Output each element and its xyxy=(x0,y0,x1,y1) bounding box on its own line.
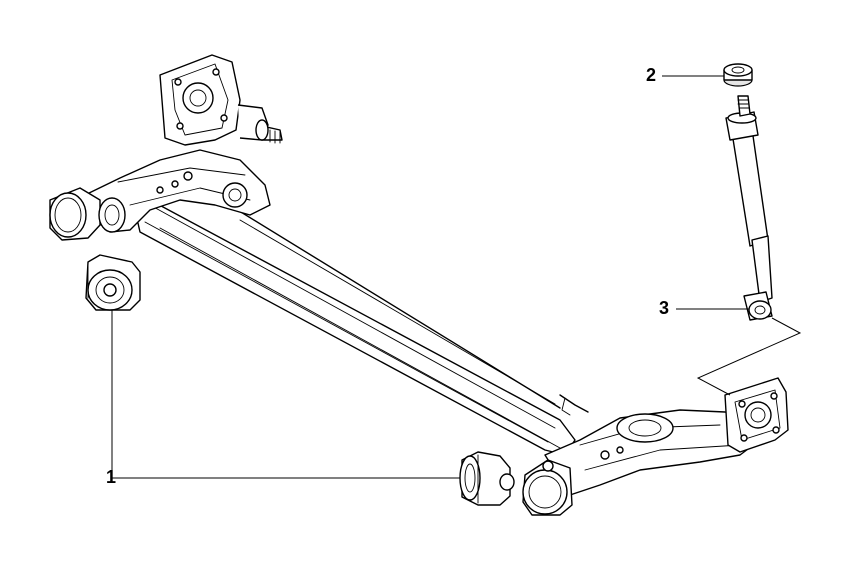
right-hub-bracket xyxy=(724,377,789,453)
left-silent-block xyxy=(85,254,141,311)
left-arm-eye xyxy=(49,187,126,241)
left-hub-bracket xyxy=(159,54,283,146)
callout-label-3: 3 xyxy=(659,298,670,318)
callout-label-1: 1 xyxy=(106,467,117,487)
right-arm-eye xyxy=(522,459,573,516)
right-trailing-arm xyxy=(544,394,761,496)
leader-line-1-upper xyxy=(111,310,120,479)
right-silent-block xyxy=(459,451,515,506)
shock-absorber xyxy=(725,95,773,321)
shock-top-mount xyxy=(723,63,753,87)
left-trailing-arm xyxy=(84,149,271,233)
assembly-line xyxy=(696,317,802,396)
callout-label-2: 2 xyxy=(646,65,657,85)
torsion-beam xyxy=(134,189,576,456)
